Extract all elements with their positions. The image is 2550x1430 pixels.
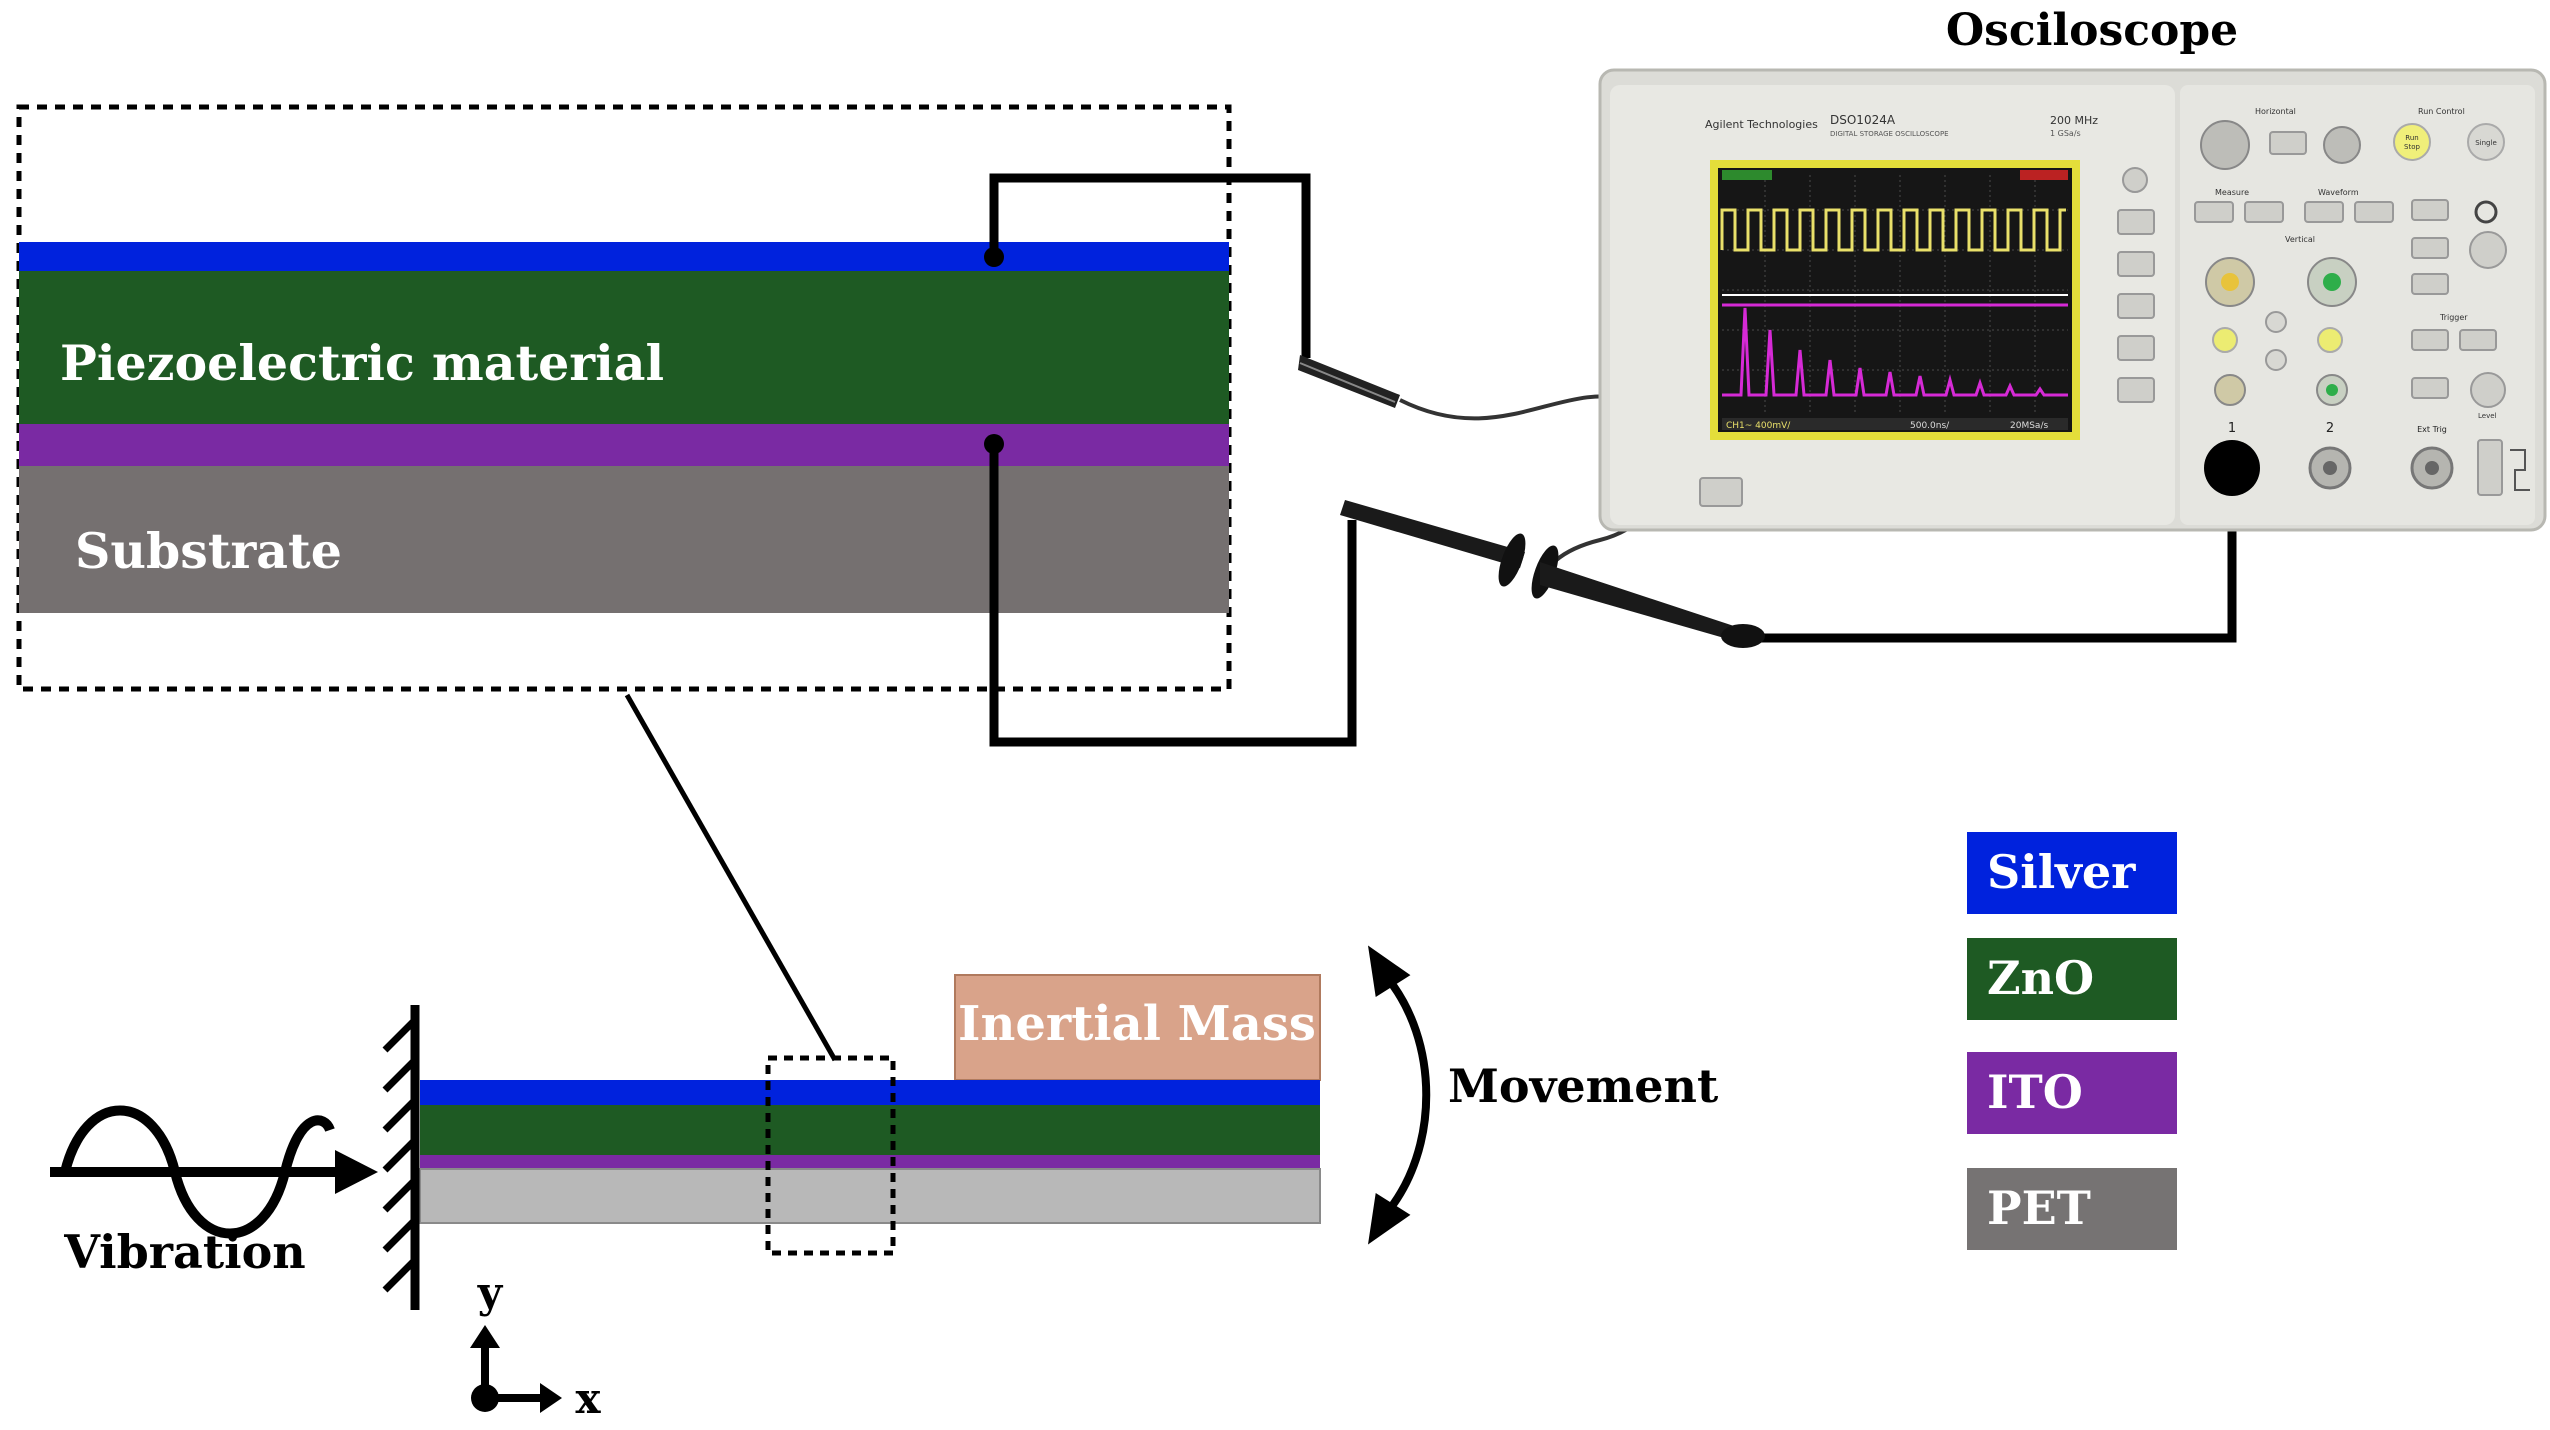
beam-zno-layer (420, 1105, 1320, 1155)
horizontal-scale-knob (2200, 120, 2250, 170)
movement-arrow (1381, 972, 1431, 1218)
zoom-piezo-layer (19, 271, 1229, 424)
run-stop-text-2: Stop (2404, 143, 2420, 151)
scope-brand: Agilent Technologies (1705, 118, 1818, 131)
run-stop-text-1: Run (2405, 134, 2418, 142)
scope-spec-1: 200 MHz (2050, 114, 2098, 127)
beam-silver-layer (420, 1080, 1320, 1105)
layer-legend: Silver ZnO ITO PET (1967, 832, 2177, 1250)
trigger-level-knob (2470, 372, 2506, 408)
softkeys (2117, 167, 2155, 403)
ch1-position-knob (2214, 374, 2246, 406)
single-text: Single (2475, 139, 2497, 147)
zoom-substrate-layer (19, 466, 1229, 613)
section-waveform: Waveform (2318, 188, 2359, 197)
zoom-connector-line (624, 693, 838, 1062)
oscilloscope-probe (1340, 500, 1765, 648)
legend-label-pet: PET (1987, 1181, 2091, 1235)
ch1-input-connector (2204, 440, 2260, 496)
ch1-label: 1 (2228, 421, 2236, 436)
screen-status-right: 20MSa/s (2010, 421, 2048, 431)
legend-label-silver: Silver (1987, 845, 2136, 899)
inertial-mass (954, 974, 1321, 1081)
scope-spec-2: 1 GSa/s (2050, 129, 2081, 138)
sine-wave-icon (60, 1105, 335, 1239)
trace-ch2-spectrum (1722, 307, 2068, 397)
legend-label-zno: ZnO (1987, 951, 2094, 1005)
scope-model: DSO1024A (1830, 113, 1896, 127)
screen-status-left: CH1~ 400mV/ (1726, 421, 1791, 431)
bottom-electrode-wire (989, 444, 1357, 747)
legend-swatch-zno (1967, 938, 2177, 1020)
alligator-clip (1298, 355, 1400, 408)
legend-swatch-ito (1967, 1052, 2177, 1134)
screen-status-mid: 500.0ns/ (1910, 421, 1950, 431)
oscilloscope-title: Osciloscope (1946, 5, 2238, 56)
substrate-label: Substrate (75, 522, 342, 580)
top-electrode-contact (984, 247, 1004, 267)
section-measure: Measure (2215, 188, 2249, 197)
inertial-mass-label: Inertial Mass (958, 996, 1316, 1052)
coordinate-axes: y x (470, 1268, 601, 1423)
ext-trig-label: Ext Trig (2417, 425, 2447, 434)
vibration-input: Vibration (50, 1105, 378, 1279)
horizontal-position-knob (2323, 126, 2361, 164)
beam-pet-layer (419, 1168, 1321, 1224)
fixed-wall (382, 1005, 420, 1310)
section-horizontal: Horizontal (2255, 107, 2296, 116)
section-vertical: Vertical (2285, 235, 2315, 244)
level-label: Level (2478, 412, 2497, 420)
section-trigger: Trigger (2439, 313, 2468, 322)
legend-swatch-silver (1967, 832, 2177, 914)
bottom-electrode-contact (984, 434, 1004, 454)
legend-label-ito: ITO (1987, 1065, 2083, 1119)
cantilever-beam: Inertial Mass Movement Vibration (50, 693, 1719, 1423)
zoom-ito-electrode (19, 424, 1229, 466)
run-stop-button (2393, 123, 2431, 161)
scope-subtitle: DIGITAL STORAGE OSCILLOSCOPE (1830, 130, 1949, 138)
oscilloscope-device: Osciloscope Agilent Technologies DSO1024… (1598, 5, 2547, 532)
zoom-silver-electrode (19, 242, 1229, 271)
top-electrode-wire (989, 173, 1311, 358)
legend-swatch-pet (1967, 1168, 2177, 1250)
trace-ch1-square (1720, 208, 2066, 252)
zoom-cross-section: Piezoelectric material Substrate (16, 104, 1232, 692)
ch2-label: 2 (2326, 421, 2334, 436)
axis-y-label: y (477, 1268, 504, 1317)
scope-screen (1718, 168, 2072, 432)
axis-x-label: x (575, 1374, 601, 1423)
vibration-label: Vibration (63, 1225, 305, 1279)
single-button (2467, 123, 2505, 161)
beam-ito-layer (420, 1155, 1320, 1169)
entry-knob (2469, 231, 2507, 269)
section-run-control: Run Control (2418, 107, 2465, 116)
piezo-material-label: Piezoelectric material (60, 334, 664, 392)
movement-label: Movement (1448, 1059, 1719, 1113)
